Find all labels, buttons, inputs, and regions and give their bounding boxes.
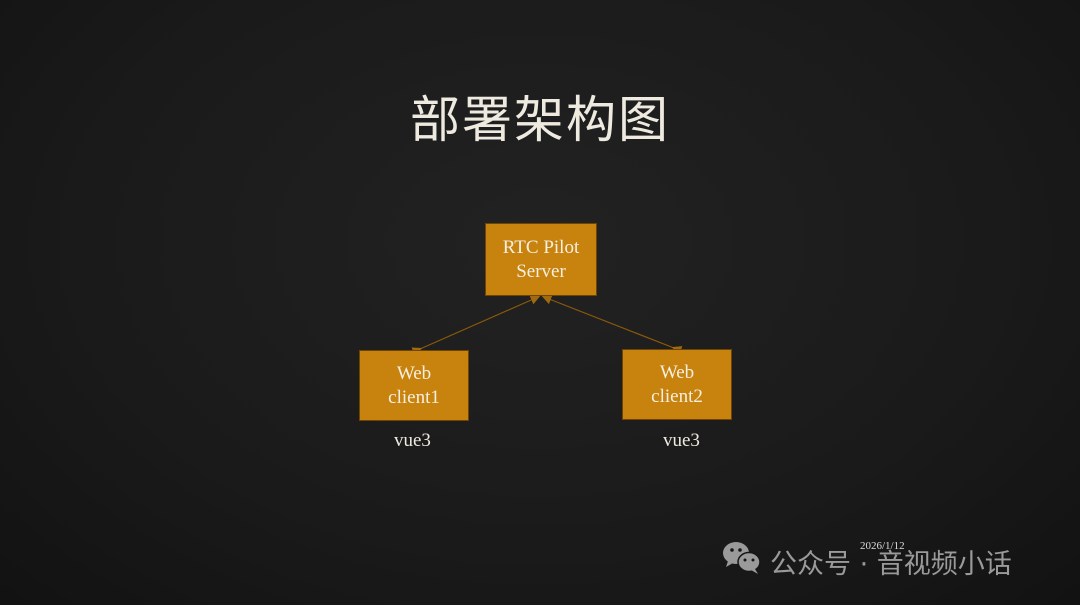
client2-caption: vue3 — [663, 430, 700, 451]
node-label-line1: Web — [659, 361, 695, 383]
node-web-client2: Web client2 — [622, 349, 732, 420]
client1-caption: vue3 — [394, 430, 431, 451]
node-web-client1: Web client1 — [359, 350, 469, 421]
edge-client2-server — [541, 295, 683, 356]
wechat-icon — [722, 540, 762, 583]
node-label-line2: Server — [516, 260, 566, 282]
node-label-line2: client1 — [388, 386, 440, 408]
watermark-text: 公众号 · 音视频小话 — [770, 549, 1012, 580]
slide-date: 2026/1/12 — [860, 540, 905, 552]
watermark: 公众号 · 音视频小话 — [722, 540, 1012, 583]
node-rtc-pilot-server: RTC Pilot Server — [485, 223, 597, 296]
node-label-line1: RTC Pilot — [502, 236, 580, 258]
node-label-line2: client2 — [651, 385, 703, 407]
slide-title: 部署架构图 — [410, 91, 670, 149]
edge-client1-server — [411, 295, 541, 357]
node-label-line1: Web — [396, 362, 432, 384]
